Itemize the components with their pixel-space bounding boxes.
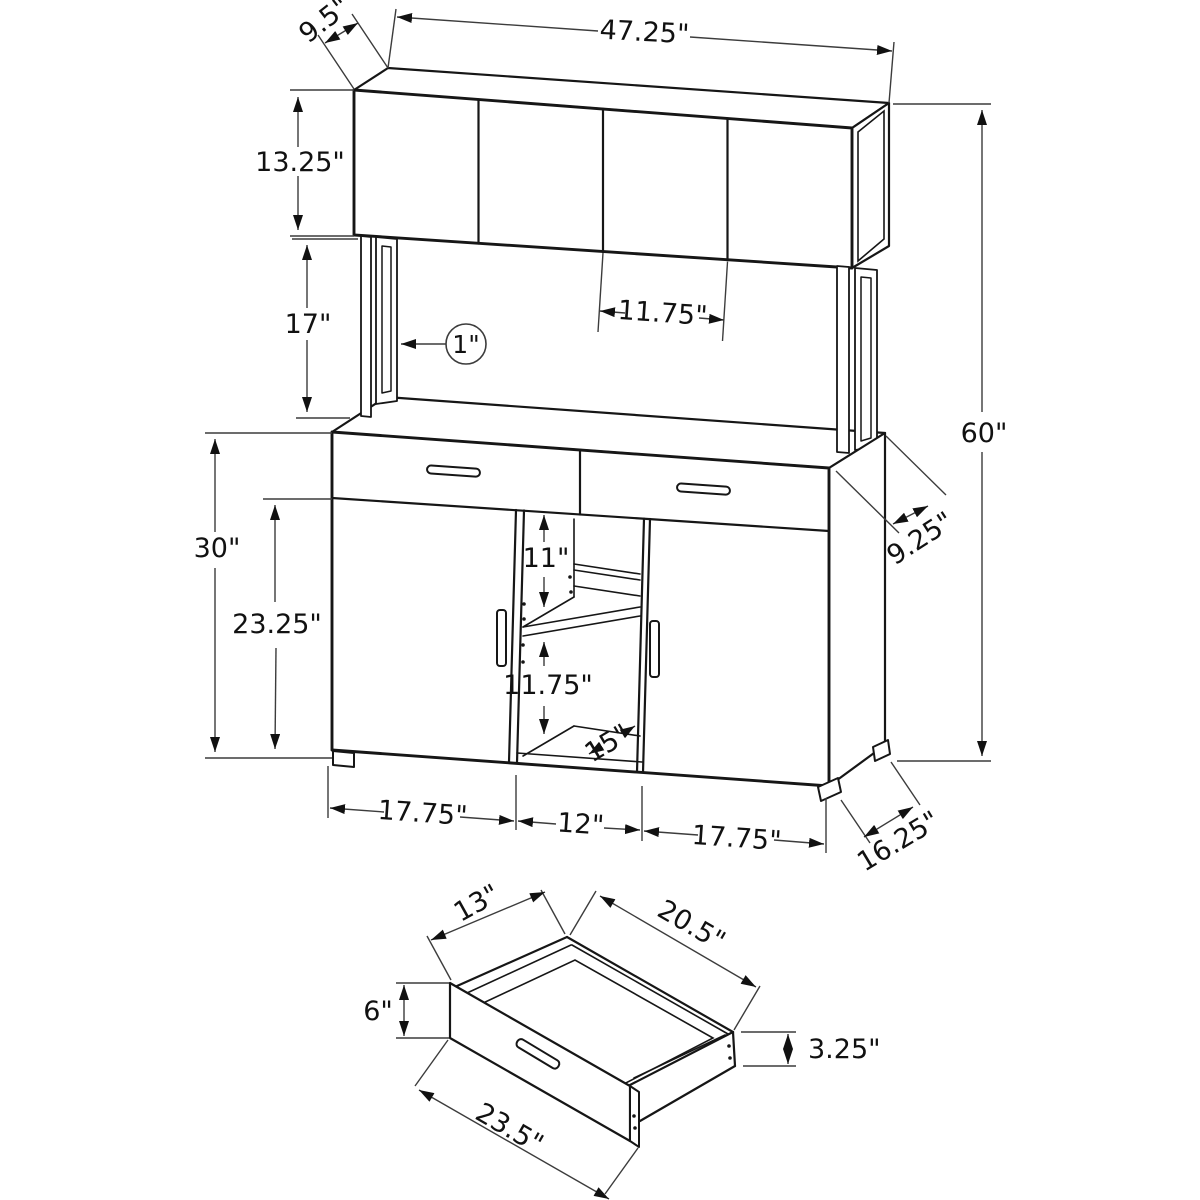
extension-line bbox=[569, 890, 597, 936]
extension-line bbox=[835, 470, 900, 534]
foot-front-right bbox=[817, 777, 842, 802]
compartment-floor-edge bbox=[522, 725, 575, 757]
dimension-line bbox=[599, 307, 626, 318]
shelf-pin-hole bbox=[568, 575, 572, 579]
left-door-handle bbox=[496, 609, 507, 667]
extension-line bbox=[387, 8, 397, 69]
dimension-line bbox=[863, 806, 914, 838]
center-width-label: 12" bbox=[556, 807, 605, 841]
desk-side-panel bbox=[827, 431, 887, 788]
callout-circle bbox=[445, 323, 487, 365]
dimension-line bbox=[324, 22, 359, 44]
right-door-handle bbox=[649, 620, 660, 678]
drawer-side-height-label: 3.25" bbox=[808, 1034, 881, 1065]
extension-line bbox=[414, 1039, 449, 1087]
center-compartment bbox=[516, 518, 643, 763]
drawer-handle bbox=[515, 1038, 561, 1070]
drawer-detail-drawing: 13" 20.5" 6" 23.5" 3.25" bbox=[363, 879, 881, 1200]
dimension-line bbox=[329, 804, 385, 815]
door-height-label: 23.25" bbox=[232, 609, 322, 640]
support-leg-right bbox=[836, 265, 878, 454]
middle-shelf-front bbox=[522, 606, 641, 628]
right-door-width-label: 17.75" bbox=[691, 820, 783, 857]
hutch-side-panel-inner-border bbox=[857, 109, 885, 263]
opening-height-label: 17" bbox=[285, 309, 332, 340]
dimension-line bbox=[892, 505, 929, 525]
left-door-width-label: 17.75" bbox=[377, 795, 469, 832]
left-door-edges bbox=[507, 508, 526, 765]
hutch-width-label: 47.25" bbox=[599, 15, 690, 51]
extension-line bbox=[888, 41, 895, 104]
hutch-height-label: 13.25" bbox=[255, 147, 345, 178]
dimension-line bbox=[773, 837, 825, 848]
drawer-side-depth-label: 13" bbox=[449, 879, 505, 929]
dimension-line bbox=[517, 817, 557, 828]
lower-shelf-label: 11.75" bbox=[503, 670, 593, 701]
dimension-line bbox=[689, 36, 893, 55]
upper-back-shelf bbox=[573, 563, 641, 575]
extension-line bbox=[426, 935, 452, 981]
hutch-door-width-label: 11.75" bbox=[617, 295, 709, 332]
desk-height-label: 30" bbox=[194, 533, 241, 564]
middle-shelf-top bbox=[522, 596, 575, 628]
screw-hole bbox=[633, 1126, 637, 1130]
screw-hole bbox=[727, 1044, 731, 1048]
drawer-back-width-label: 20.5" bbox=[652, 894, 730, 957]
foot-front-left bbox=[332, 750, 355, 768]
dimension-line bbox=[588, 741, 605, 755]
extension-line bbox=[597, 252, 604, 333]
foot-back-right bbox=[872, 739, 891, 762]
dimension-line bbox=[603, 824, 641, 835]
drawer-front-width-label: 23.5" bbox=[470, 1097, 548, 1160]
hutch-drawing bbox=[352, 66, 891, 270]
dimension-line bbox=[599, 895, 757, 988]
shelf-pin-hole bbox=[569, 590, 573, 594]
extension-line bbox=[351, 13, 389, 69]
extension-line bbox=[890, 761, 921, 806]
support-leg-left bbox=[360, 235, 398, 418]
overall-height-label: 60" bbox=[961, 418, 1008, 449]
screw-hole bbox=[632, 1114, 636, 1118]
dimension-line bbox=[459, 814, 515, 825]
dimension-line bbox=[270, 647, 281, 750]
drawer-side-bottom-edge bbox=[638, 1064, 737, 1123]
dimension-line bbox=[698, 313, 725, 324]
shelf-pin-hole bbox=[522, 617, 526, 621]
dimension-line bbox=[418, 1089, 610, 1200]
shelf-pin-hole bbox=[522, 602, 526, 606]
upper-shelf-label: 11" bbox=[523, 543, 570, 574]
dimension-line bbox=[643, 827, 699, 838]
frame-thickness-label: 1" bbox=[452, 330, 479, 359]
shelf-pin-hole bbox=[521, 643, 525, 647]
drawer-side-back-edge bbox=[731, 1030, 737, 1068]
drawer-left-rim bbox=[455, 935, 569, 988]
extension-line bbox=[721, 261, 729, 342]
drawer-left-handle bbox=[426, 464, 481, 478]
extension-line bbox=[540, 889, 566, 935]
dimension-line bbox=[430, 891, 546, 941]
drawer-right-handle bbox=[676, 482, 731, 496]
extension-line bbox=[317, 34, 355, 90]
extension-line bbox=[885, 435, 947, 496]
shelf-pin-hole bbox=[521, 660, 525, 664]
dimension-line bbox=[619, 725, 636, 739]
hutch-depth-label: 9.5" bbox=[293, 0, 356, 50]
dimension-line bbox=[396, 13, 599, 32]
extension-line bbox=[733, 985, 761, 1031]
extension-line bbox=[604, 1147, 639, 1195]
frame-depth-label: 9.25" bbox=[882, 506, 960, 572]
desk-drawing bbox=[330, 235, 891, 802]
drawer-right-rim bbox=[628, 1030, 735, 1087]
right-door-edges bbox=[635, 517, 652, 774]
drawer-front-height-label: 6" bbox=[363, 996, 393, 1027]
screw-hole bbox=[728, 1056, 732, 1060]
